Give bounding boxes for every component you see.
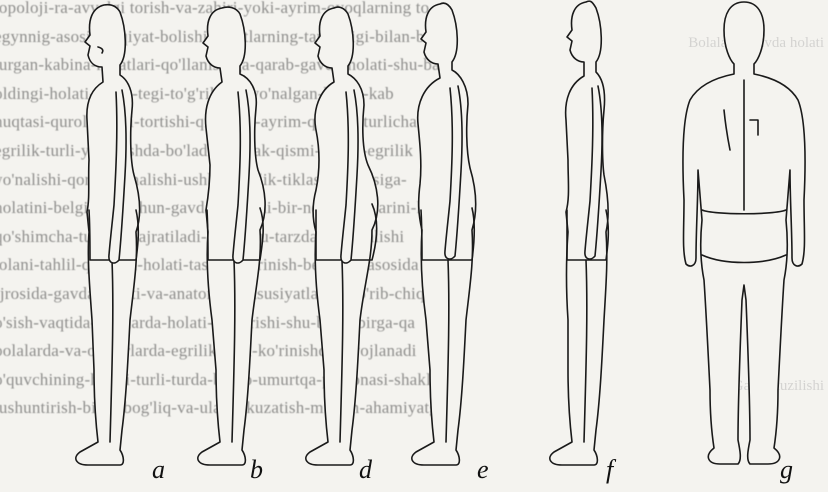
figure-label-d: d bbox=[359, 455, 373, 484]
figure-d bbox=[306, 7, 378, 465]
figure-label-a: a bbox=[152, 455, 165, 484]
figure-f bbox=[550, 1, 608, 465]
figure-b bbox=[198, 7, 265, 465]
figure-label-e: e bbox=[477, 455, 489, 484]
figure-e bbox=[412, 3, 476, 465]
figure-g-back-view bbox=[683, 2, 805, 464]
figure-label-b: b bbox=[250, 455, 263, 484]
figure-label-g: g bbox=[780, 455, 793, 484]
figure-label-f: f bbox=[606, 455, 617, 484]
figure-a bbox=[76, 5, 140, 465]
